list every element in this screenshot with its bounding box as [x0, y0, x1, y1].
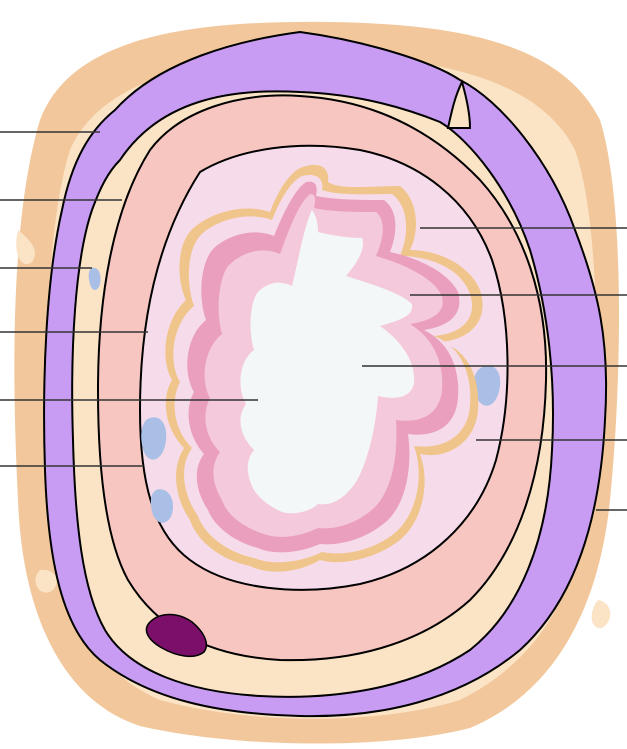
fat-lobule-right: [592, 600, 611, 628]
